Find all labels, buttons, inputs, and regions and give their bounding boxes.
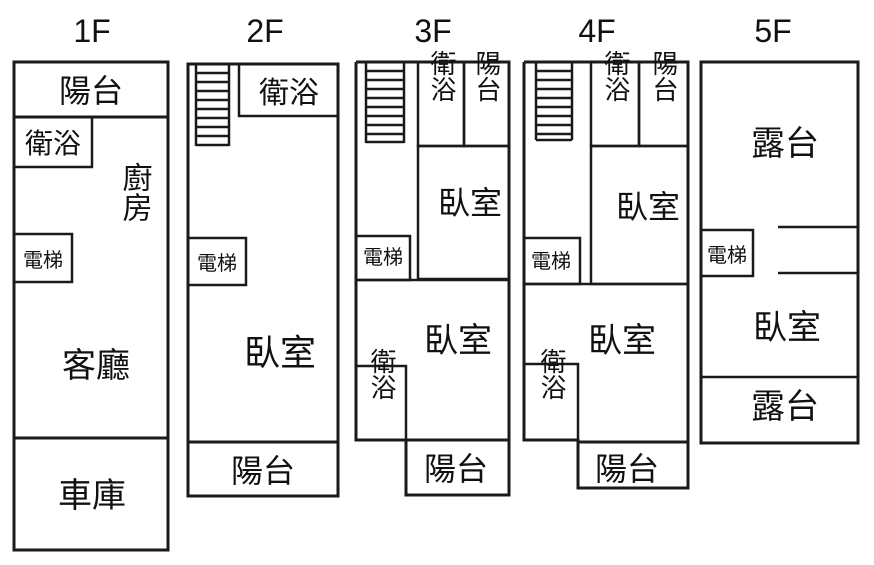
room-label-living: 客廳: [62, 346, 130, 386]
room-label-balcony-top: 陽台: [648, 50, 678, 102]
room-label-bath-bottom: 衛浴: [536, 348, 566, 400]
floor-title-2f: 2F: [246, 13, 283, 49]
floor-2f-plan: 衛浴 電梯 臥室 陽台: [186, 62, 340, 498]
room-label-bath: 衛浴: [600, 50, 630, 102]
room-label-elevator: 電梯: [23, 248, 63, 272]
room-label-bedroom-top: 臥室: [438, 184, 502, 222]
room-label-bath: 衛浴: [426, 50, 456, 102]
floor-3f-bath-bottom-room: [354, 364, 408, 442]
floor-title-1f: 1F: [73, 13, 110, 49]
room-label-bedroom: 臥室: [244, 333, 316, 374]
floor-3f-stairs: [364, 62, 406, 144]
floor-2f-bath-room: [237, 62, 340, 118]
floor-2f-stairs: [194, 64, 231, 147]
floor-2f-elevator-room: [186, 236, 248, 287]
floor-4f-stairs: [534, 62, 574, 142]
room-label-terrace-top: 露台: [751, 124, 819, 164]
floor-1f-outline: [12, 60, 170, 552]
room-label-bedroom: 臥室: [588, 321, 656, 361]
room-label-balcony: 陽台: [59, 72, 123, 110]
room-label-balcony: 陽台: [424, 450, 488, 488]
floor-title-5f: 5F: [754, 13, 791, 49]
room-label-elevator: 電梯: [707, 243, 747, 267]
room-label-bath: 衛浴: [259, 76, 319, 111]
room-label-bedroom: 臥室: [753, 308, 821, 348]
room-label-bedroom: 臥室: [424, 321, 492, 361]
room-label-elevator: 電梯: [531, 249, 571, 273]
floor-title-3f: 3F: [414, 13, 451, 49]
floor-3f-plan: 衛浴 陽台 臥室 電梯 臥室 衛浴 陽台: [354, 50, 511, 497]
floor-1f-plan: 陽台 衛浴 廚房 電梯 客廳 車庫: [12, 60, 170, 552]
floor-4f-bath-bottom-room: [522, 362, 580, 442]
floor-4f-plan: 衛浴 陽台 臥室 電梯 臥室 衛浴 陽台: [522, 50, 690, 490]
room-label-balcony: 陽台: [595, 450, 659, 488]
room-label-balcony: 陽台: [231, 452, 295, 490]
floor-1f-bath-room: [12, 115, 94, 169]
room-label-elevator: 電梯: [363, 245, 403, 269]
room-label-kitchen: 廚房: [117, 162, 153, 222]
room-label-terrace-bottom: 露台: [751, 387, 819, 427]
room-label-garage: 車庫: [58, 476, 126, 516]
floor-5f-elevator-room: [699, 228, 755, 278]
floor-title-4f: 4F: [578, 13, 615, 49]
room-label-bedroom-top: 臥室: [616, 188, 680, 226]
floor-5f-plan: 露台 電梯 臥室 露台: [699, 60, 860, 445]
room-label-bath-bottom: 衛浴: [366, 348, 396, 400]
room-label-elevator: 電梯: [197, 251, 237, 275]
floor-1f-elevator-room: [12, 232, 74, 284]
floor-2f-outline: [186, 62, 340, 498]
room-label-balcony-top: 陽台: [471, 50, 501, 102]
room-label-bath: 衛浴: [25, 127, 81, 160]
